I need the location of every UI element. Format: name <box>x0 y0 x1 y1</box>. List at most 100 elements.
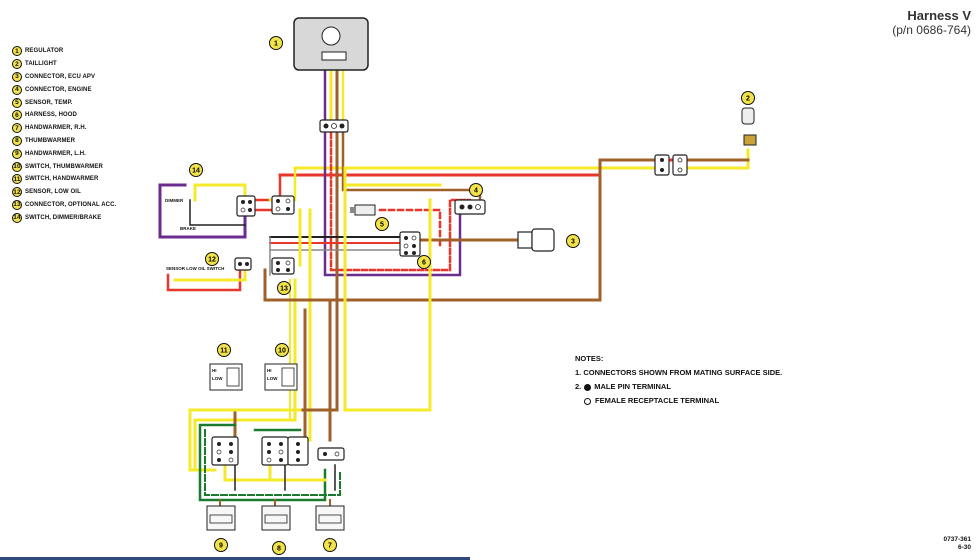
svg-text:10: 10 <box>278 348 286 355</box>
bottom-strip <box>0 557 470 560</box>
warmer-connector-center <box>261 436 289 466</box>
hood-harness-connector <box>399 231 421 257</box>
callout-6: 6 <box>417 255 431 269</box>
svg-text:9: 9 <box>219 543 223 550</box>
wire-green <box>198 423 327 502</box>
handwarmer-rh <box>315 505 345 531</box>
taillight-connector <box>654 154 688 176</box>
warmer-connector-small <box>317 447 345 461</box>
wire-gray <box>269 236 406 276</box>
note-2: 2.MALE PIN TERMINAL <box>575 382 671 392</box>
callout-3: 3 <box>566 234 580 248</box>
wire-purple <box>323 123 462 277</box>
svg-text:12: 12 <box>208 257 216 264</box>
svg-text:4: 4 <box>474 188 478 195</box>
svg-text:11: 11 <box>220 348 228 355</box>
svg-text:LOW: LOW <box>267 376 278 381</box>
notes-heading: NOTES: <box>575 354 604 363</box>
wire-yellow <box>298 208 312 442</box>
brake-label: BRAKE <box>180 226 196 231</box>
female-receptacle-icon <box>584 397 591 405</box>
callout-12: 12 <box>205 252 219 266</box>
harness-name: Harness V <box>907 8 971 23</box>
svg-text:7: 7 <box>328 543 332 550</box>
document-number: 0737-361 6-30 <box>943 536 971 551</box>
wire-yellow <box>173 266 247 282</box>
low-oil-label: SENSOR LOW OIL SWITCH <box>166 266 224 271</box>
diagram-title: Harness V (p/n 0686-764) <box>892 8 971 37</box>
ecu-apv-connector <box>517 228 555 252</box>
callout-2: 2 <box>741 91 755 105</box>
wire-brown <box>263 158 602 302</box>
svg-text:1: 1 <box>274 41 278 48</box>
connector-center-upper <box>271 195 295 215</box>
note-1: 1. CONNECTORS SHOWN FROM MATING SURFACE … <box>575 368 783 377</box>
svg-text:HI: HI <box>267 368 272 373</box>
svg-text:14: 14 <box>192 168 200 175</box>
wire-yellow <box>188 408 302 472</box>
svg-text:LOW: LOW <box>212 376 223 381</box>
svg-text:3: 3 <box>571 239 575 246</box>
callout-13: 13 <box>277 281 291 295</box>
callout-10: 10 <box>275 343 289 357</box>
callout-5: 5 <box>375 217 389 231</box>
male-pin-icon <box>584 383 592 391</box>
handwarmer-lh <box>206 505 236 531</box>
low-oil-sensor: SENSOR LOW OIL SWITCH <box>166 257 252 271</box>
warmer-connector-left <box>211 436 239 466</box>
taillight-component <box>741 107 757 146</box>
connector-main <box>319 119 349 133</box>
wire-yellow <box>223 458 327 482</box>
callout-11: 11 <box>217 343 231 357</box>
callout-7: 7 <box>323 538 337 552</box>
wire-purple <box>158 183 247 239</box>
svg-text:HI: HI <box>212 368 217 373</box>
callout-9: 9 <box>214 538 228 552</box>
thumbwarmer-switch: HI LOW <box>264 363 298 391</box>
engine-connector <box>454 199 486 215</box>
wire-yellow <box>193 183 247 202</box>
svg-text:5: 5 <box>380 222 384 229</box>
warmer-connector-right <box>287 436 309 466</box>
note-3: FEMALE RECEPTACLE TERMINAL <box>575 394 782 408</box>
svg-text:8: 8 <box>277 546 281 553</box>
wire-red-dashed <box>378 208 442 247</box>
dimmer-label: DIMMER <box>165 198 184 203</box>
handwarmer-switch: HI LOW <box>209 363 243 391</box>
wire-black <box>189 199 246 226</box>
regulator-component <box>293 17 369 71</box>
wire-brown <box>341 123 482 207</box>
connector-center-lower <box>271 257 295 275</box>
svg-text:13: 13 <box>280 286 288 293</box>
callout-8: 8 <box>272 541 286 555</box>
diagram-notes: NOTES: 1. CONNECTORS SHOWN FROM MATING S… <box>575 352 782 408</box>
dimmer-brake-switch: DIMMER BRAKE <box>165 195 256 231</box>
harness-part-number: (p/n 0686-764) <box>892 23 971 37</box>
thumbwarmer <box>261 505 291 531</box>
svg-text:6: 6 <box>422 260 426 267</box>
callout-4: 4 <box>469 183 483 197</box>
wire-black <box>234 464 336 491</box>
wire-yellow <box>678 148 750 170</box>
temp-sensor <box>350 204 376 216</box>
callout-1: 1 <box>269 36 283 50</box>
wire-yellow <box>343 166 432 412</box>
callout-14: 14 <box>189 163 203 177</box>
wire-green-dashed <box>204 429 341 496</box>
